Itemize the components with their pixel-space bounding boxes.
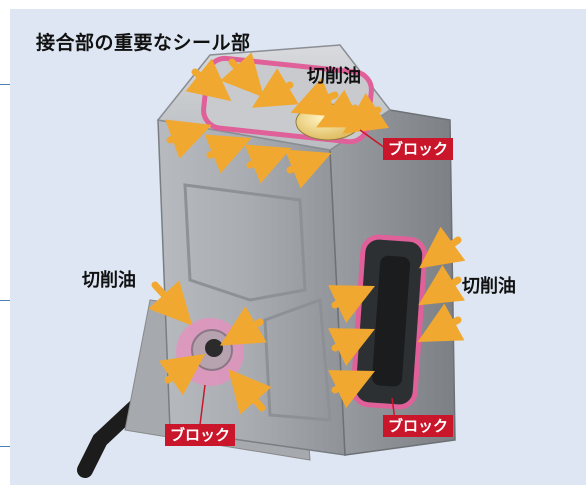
oil-arrows-gland <box>148 280 272 415</box>
cutting-oil-label-top: 切削油 <box>307 66 361 87</box>
cutting-oil-label-right: 切削油 <box>462 276 516 297</box>
cutting-oil-label-left: 切削油 <box>82 270 136 291</box>
tag-leader <box>199 384 206 426</box>
oil-arrows-right <box>328 226 466 408</box>
edge-mark <box>0 300 10 301</box>
block-tag-right: ブロック <box>383 415 454 437</box>
diagram-title: 接合部の重要なシール部 <box>36 32 251 54</box>
block-tag-top: ブロック <box>383 138 454 160</box>
side-window <box>372 255 411 387</box>
front-panel-relief <box>183 183 307 302</box>
tag-leader <box>359 129 386 149</box>
oil-arrows-top <box>165 52 390 189</box>
edge-mark <box>0 446 10 447</box>
block-tag-left: ブロック <box>165 424 236 446</box>
cable-gland-hole <box>205 339 223 357</box>
edge-mark <box>0 84 10 85</box>
sensor-body-front <box>157 119 346 456</box>
